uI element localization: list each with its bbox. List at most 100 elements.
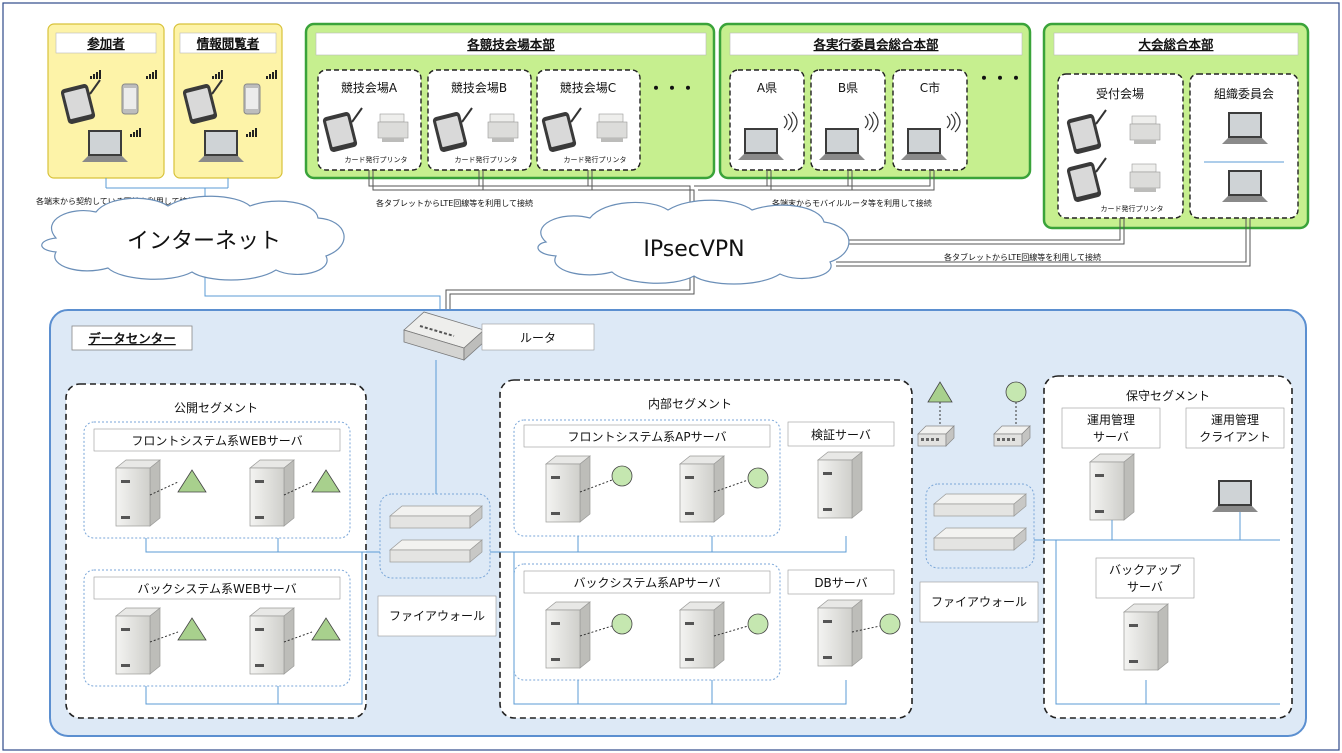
viewers-label: 情報閲覧者: [197, 36, 260, 51]
firewall-right-label: ファイアウォール: [931, 595, 1027, 609]
maintenance-segment: 保守セグメント 運用管理 サーバ 運用管理 クライアント バックアップ サーバ: [1043, 375, 1293, 719]
venue-hq-group: 各競技会場本部 競技会場A カード発行プリンタ 競技会場B カード発行プリンタ …: [304, 22, 716, 180]
printer-label: カード発行プリンタ: [345, 155, 408, 164]
venue-hq-title: 各競技会場本部: [466, 37, 555, 52]
venue-a-label: 競技会場A: [341, 80, 398, 95]
vpn-cloud: IPsecVPN: [537, 199, 850, 285]
triangle-icon: [311, 617, 341, 641]
db-server-label: DBサーバ: [814, 576, 867, 590]
router-label-box: [481, 323, 595, 351]
ops-client-label-2: クライアント: [1199, 430, 1271, 444]
router-label: ルータ: [520, 331, 556, 345]
site-c-label: C市: [920, 80, 940, 95]
server-icon: [249, 459, 295, 527]
server-icon: [1089, 453, 1135, 521]
circle-icon: [1005, 381, 1027, 403]
public-segment-title: 公開セグメント: [174, 401, 258, 415]
smartphone-icon: [121, 83, 139, 115]
triangle-icon: [311, 469, 341, 493]
backup-server-label-2: サーバ: [1127, 580, 1163, 594]
organizing-committee-box: [1189, 73, 1299, 219]
circle-icon: [879, 613, 901, 635]
tournament-line-note: 各タブレットからLTE回線等を利用して接続: [944, 252, 1101, 262]
laptop-icon: [82, 130, 128, 162]
printer-label: カード発行プリンタ: [455, 155, 518, 164]
laptop-icon: [1222, 170, 1268, 202]
laptop-icon: [198, 130, 244, 162]
vpn-label: IPsecVPN: [643, 237, 744, 262]
public-segment: 公開セグメント フロントシステム系WEBサーバ バックシステム系WEBサーバ: [65, 383, 367, 719]
more-venues-ellipsis: ・・・: [648, 79, 696, 98]
server-icon: [115, 459, 161, 527]
ops-server-label-2: サーバ: [1093, 430, 1129, 444]
verify-server-label: 検証サーバ: [811, 428, 871, 442]
venue-c-label: 競技会場C: [560, 80, 616, 95]
server-icon: [817, 599, 863, 667]
firewall-left: ファイアウォール: [377, 493, 497, 637]
front-web-label: フロントシステム系WEBサーバ: [131, 434, 302, 448]
server-icon: [115, 607, 161, 675]
ops-client-label-1: 運用管理: [1211, 412, 1259, 427]
printer-icon: [1129, 163, 1161, 193]
participants-label: 参加者: [87, 36, 125, 51]
firewall-left-label: ファイアウォール: [389, 609, 485, 623]
firewall-icon: [389, 539, 483, 563]
organizing-committee-label: 組織委員会: [1214, 87, 1274, 101]
server-icon: [545, 455, 591, 523]
circle-icon: [747, 613, 769, 635]
server-icon: [545, 601, 591, 669]
laptop-icon: [901, 128, 947, 160]
smartphone-icon: [243, 83, 261, 115]
server-icon: [249, 607, 295, 675]
ops-server-label-1: 運用管理: [1087, 412, 1135, 427]
venue-line-note: 各タブレットからLTE回線等を利用して接続: [376, 198, 533, 208]
firewall-icon: [933, 493, 1027, 517]
tournament-hq-group: 大会総合本部 受付会場 カード発行プリンタ 組織委員会: [1042, 22, 1310, 230]
datacenter-title: データセンター: [88, 331, 176, 346]
front-ap-label: フロントシステム系APサーバ: [568, 430, 727, 444]
site-a-label: A県: [757, 81, 777, 95]
reception-label: 受付会場: [1096, 87, 1144, 101]
maintenance-segment-title: 保守セグメント: [1126, 389, 1210, 403]
circle-icon: [747, 467, 769, 489]
firewall-right: ファイアウォール: [917, 381, 1039, 623]
server-icon: [679, 455, 725, 523]
internal-segment-title: 内部セグメント: [648, 396, 732, 411]
laptop-icon: [819, 128, 865, 160]
viewers-group: 情報閲覧者: [173, 23, 283, 179]
triangle-icon: [177, 617, 207, 641]
tournament-hq-title: 大会総合本部: [1138, 37, 1214, 52]
internet-cloud: インターネット: [41, 195, 345, 281]
participants-group: 参加者: [47, 23, 165, 179]
server-icon: [679, 601, 725, 669]
firewall-icon: [389, 505, 483, 529]
printer-icon: [596, 113, 628, 143]
committee-hq-group: 各実行委員会総合本部 A県 B県 C市 ・・・: [718, 22, 1032, 180]
internet-label: インターネット: [127, 229, 281, 254]
backup-server-label-1: バックアップ: [1109, 563, 1181, 577]
datacenter-wires: [145, 360, 1280, 705]
circle-icon: [611, 613, 633, 635]
committee-line-note: 各端末からモバイルルータ等を利用して接続: [772, 198, 932, 208]
router-icon: [403, 311, 485, 361]
server-icon: [1123, 603, 1169, 671]
hub-icon: [917, 425, 955, 447]
printer-label: カード発行プリンタ: [1101, 204, 1164, 213]
back-web-label: バックシステム系WEBサーバ: [137, 582, 296, 596]
more-sites-ellipsis: ・・・: [976, 69, 1024, 88]
laptop-icon: [1212, 480, 1258, 512]
server-icon: [817, 451, 863, 519]
firewall-icon: [933, 527, 1027, 551]
hub-icon: [993, 425, 1031, 447]
printer-icon: [487, 113, 519, 143]
venue-b-label: 競技会場B: [451, 80, 507, 95]
printer-icon: [1129, 115, 1161, 145]
circle-icon: [611, 465, 633, 487]
committee-hq-title: 各実行委員会総合本部: [812, 37, 939, 52]
laptop-icon: [1222, 112, 1268, 144]
internal-segment: 内部セグメント フロントシステム系APサーバ 検証サーバ バックシステム系APサ…: [499, 379, 913, 719]
printer-icon: [377, 113, 409, 143]
laptop-icon: [738, 128, 784, 160]
